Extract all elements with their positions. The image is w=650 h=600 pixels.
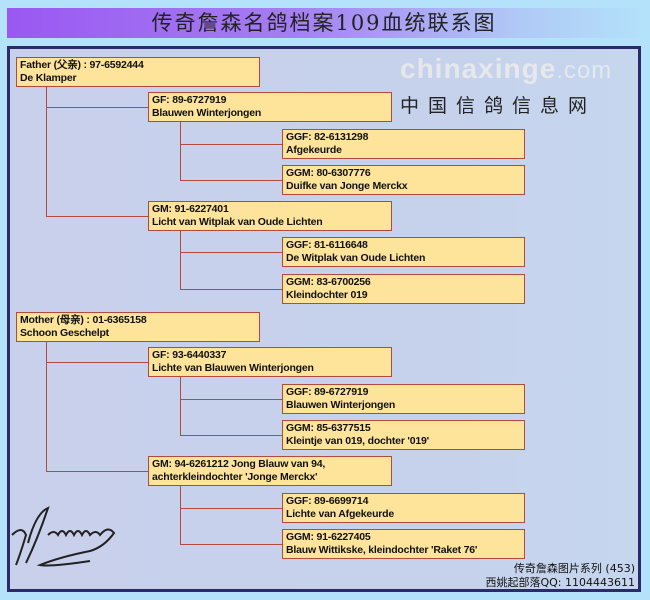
connector <box>180 486 181 545</box>
box-line: GGF: 89-6699714 <box>286 495 369 507</box>
granddam-box: GM: 94-6261212 Jong Blauw van 94,achterk… <box>148 456 392 486</box>
connector <box>180 289 282 290</box>
box-line: Lichte van Afgekeurde <box>286 508 395 520</box>
watermark-tld: .com <box>556 57 613 84</box>
connector <box>46 362 148 363</box>
connector <box>180 435 282 436</box>
connector <box>180 377 181 436</box>
box-line: GF: 89-6727919 <box>152 94 227 106</box>
box-line: Blauwen Winterjongen <box>286 399 396 411</box>
box-line: GGF: 89-6727919 <box>286 386 369 398</box>
connector <box>46 107 148 108</box>
box-line: GGM: 83-6700256 <box>286 276 371 288</box>
box-line: De Klamper <box>20 72 77 84</box>
box-line: Father (父亲) : 97-6592444 <box>20 59 144 71</box>
box-line: Lichte van Blauwen Winterjongen <box>152 362 314 374</box>
box-line: Duifke van Jonge Merckx <box>286 180 408 192</box>
box-line: Afgekeurde <box>286 144 342 156</box>
box-line: De Witplak van Oude Lichten <box>286 252 426 264</box>
box-line: Schoon Geschelpt <box>20 327 109 339</box>
series-caption: 传奇詹森图片系列 (453) <box>513 562 635 575</box>
connector <box>180 544 282 545</box>
connector <box>180 144 282 145</box>
watermark: chinaxinge.com <box>400 52 612 88</box>
box-line: Kleintje van 019, dochter '019' <box>286 435 429 447</box>
box-line: GGF: 82-6131298 <box>286 131 369 143</box>
connector <box>46 216 148 217</box>
signature-image <box>11 506 116 567</box>
box-line: GM: 94-6261212 Jong Blauw van 94, <box>152 458 326 470</box>
box-line: GGM: 80-6307776 <box>286 167 371 179</box>
connector <box>46 87 47 217</box>
box-line: achterkleindochter 'Jonge Merckx' <box>152 471 318 483</box>
watermark-domain: chinaxinge <box>400 53 557 84</box>
box-line: GGF: 81-6116648 <box>286 239 368 251</box>
box-line: Mother (母亲) : 01-6365158 <box>20 314 147 326</box>
connector <box>46 342 47 472</box>
box-line: GGM: 91-6227405 <box>286 531 371 543</box>
box-line: GGM: 85-6377515 <box>286 422 371 434</box>
box-line: Blauw Wittikske, kleindochter 'Raket 76' <box>286 544 478 556</box>
connector <box>180 122 181 181</box>
connector <box>46 471 148 472</box>
box-line: Kleindochter 019 <box>286 289 368 301</box>
qq-caption: 西姚起部落QQ: 1104443611 <box>485 576 635 589</box>
box-line: Licht van Witplak van Oude Lichten <box>152 216 323 228</box>
page-title: 传奇詹森名鸽档案109血统联系图 <box>7 8 641 38</box>
connector <box>180 252 282 253</box>
connector <box>180 508 282 509</box>
connector <box>180 231 181 290</box>
connector <box>180 180 282 181</box>
box-line: GF: 93-6440337 <box>152 349 227 361</box>
box-line: Blauwen Winterjongen <box>152 107 262 119</box>
box-line: GM: 91-6227401 <box>152 203 229 215</box>
watermark-cn: 中国信鸽信息网 <box>400 96 597 117</box>
connector <box>180 399 282 400</box>
